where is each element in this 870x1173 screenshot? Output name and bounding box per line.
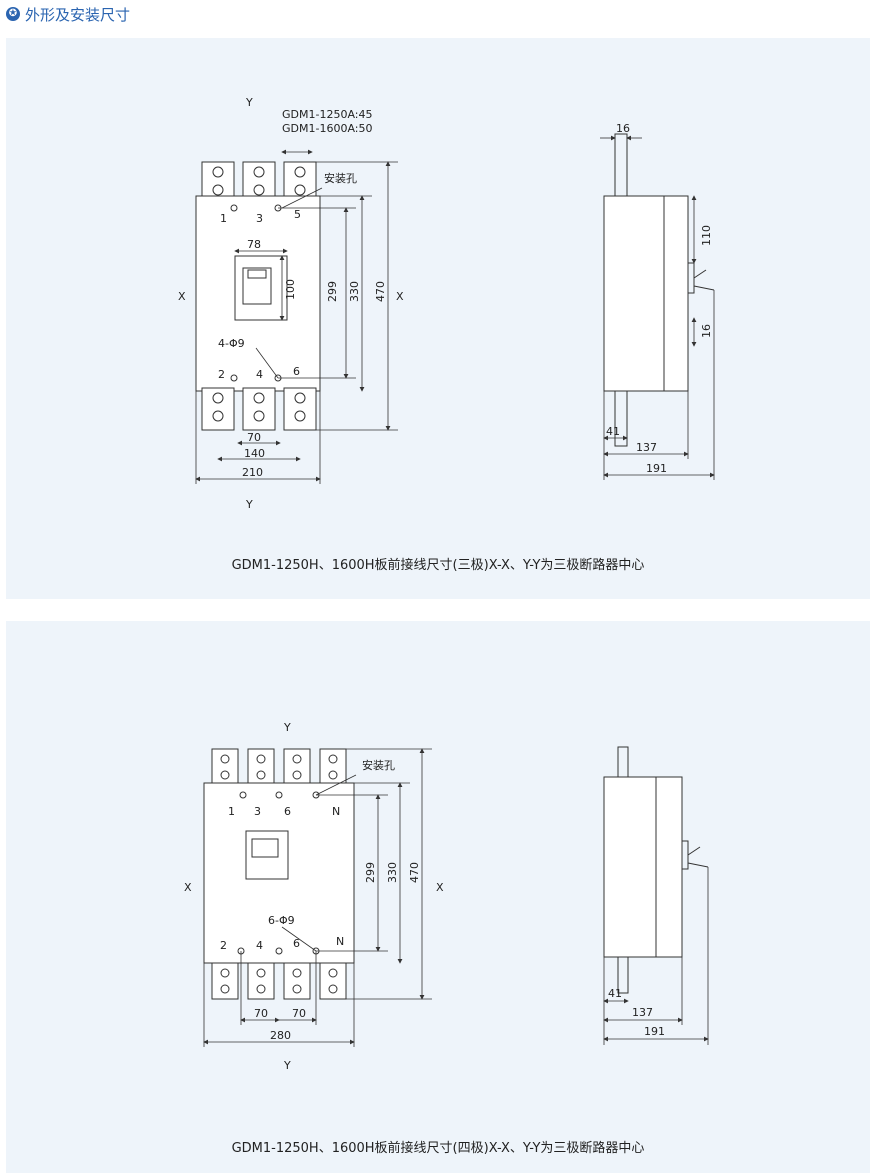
breaker-body-4p: [203, 782, 355, 964]
dim-470: 470: [374, 281, 387, 302]
mount-hole-label: 安装孔: [324, 171, 357, 185]
side-dim-41: 41: [606, 425, 620, 438]
pole-label-4: 4: [256, 368, 263, 381]
pole-label-3: 3: [256, 212, 263, 225]
pole-label-1: 1: [220, 212, 227, 225]
dim-330-4p: 330: [386, 862, 399, 883]
section-title: 外形及安装尺寸: [25, 5, 131, 24]
side-dim-41-4p: 41: [608, 987, 622, 1000]
rating-note-1600: GDM1-1600A:50: [282, 122, 372, 135]
side-dim-137-4p: 137: [632, 1006, 653, 1019]
dim-handle-width: 78: [247, 238, 261, 251]
terminal-bottom-3: [283, 962, 311, 1000]
handle-window-4p: [245, 830, 289, 880]
dim-handle-height: 100: [284, 279, 297, 300]
terminal-bottom-1: [201, 387, 235, 431]
axis-y-bottom: Y: [245, 498, 253, 511]
three-pole-drawing: Y Y X X GDM1-1250A:45 GDM1-1600A:50 安装孔 …: [178, 96, 715, 511]
side-terminal-bottom: [614, 390, 628, 447]
side-terminal-top: [614, 133, 628, 197]
axis-x-right-4p: X: [436, 881, 444, 894]
axis-y-top: Y: [245, 96, 253, 109]
axis-y-bottom-4p: Y: [283, 1059, 291, 1072]
pole-label-2: 2: [220, 939, 227, 952]
pole-label-5: 5: [294, 208, 301, 221]
terminal-bottom-1: [211, 962, 239, 1000]
side-body: [603, 195, 689, 392]
pole-label-6: 6: [293, 365, 300, 378]
terminal-top-n: [319, 748, 347, 786]
pole-label-6: 6: [284, 805, 291, 818]
terminal-bottom-3: [283, 387, 317, 431]
breaker-body: [195, 195, 321, 392]
axis-x-left-4p: X: [184, 881, 192, 894]
terminal-bottom-n: [319, 962, 347, 1000]
diagram-panel-three-pole: Y Y X X GDM1-1250A:45 GDM1-1600A:50 安装孔 …: [6, 38, 870, 599]
handle-window: [234, 255, 288, 321]
dim-pitch-70-a: 70: [254, 1007, 268, 1020]
pole-label-6-bottom: 6: [293, 937, 300, 950]
side-view-4p: 41 137 191: [603, 746, 709, 1045]
pole-label-n-bottom: N: [336, 935, 344, 948]
pole-label-1: 1: [228, 805, 235, 818]
caption-three-pole: GDM1-1250H、1600H板前接线尺寸(三极)X-X、Y-Y为三极断路器中…: [231, 558, 645, 573]
terminal-bottom-2: [242, 387, 276, 431]
side-dim-16-top: 16: [616, 122, 630, 135]
axis-y-top-4p: Y: [283, 721, 291, 734]
dim-pitch-70: 70: [247, 431, 261, 444]
dim-299: 299: [326, 281, 339, 302]
axis-x-left: X: [178, 290, 186, 303]
terminal-top-1: [211, 748, 239, 786]
side-terminal-bottom-4p: [617, 956, 629, 994]
rating-note-1250: GDM1-1250A:45: [282, 108, 372, 121]
diagram-panel-four-pole: Y Y X X 安装孔 6-Φ9 1 3 6 N 2 4 6 N 299 330…: [6, 621, 870, 1173]
caption-four-pole: GDM1-1250H、1600H板前接线尺寸(四极)X-X、Y-Y为三极断路器中…: [231, 1141, 645, 1156]
front-view: Y Y X X GDM1-1250A:45 GDM1-1600A:50 安装孔 …: [178, 96, 404, 511]
dim-width-280: 280: [270, 1029, 291, 1042]
side-dim-110: 110: [700, 225, 713, 246]
hole-spec-label-4p: 6-Φ9: [268, 914, 295, 927]
dim-pitch-70-b: 70: [292, 1007, 306, 1020]
terminal-bottom-2: [247, 962, 275, 1000]
side-dim-191: 191: [646, 462, 667, 475]
pole-label-3: 3: [254, 805, 261, 818]
section-header: ✪ 外形及安装尺寸: [6, 2, 130, 26]
side-body-4p: [603, 776, 683, 958]
dim-span-140: 140: [244, 447, 265, 460]
front-view-4p: Y Y X X 安装孔 6-Φ9 1 3 6 N 2 4 6 N 299 330…: [184, 721, 444, 1072]
dim-299-4p: 299: [364, 862, 377, 883]
side-dim-137: 137: [636, 441, 657, 454]
mount-hole-label-4p: 安装孔: [362, 758, 395, 772]
side-dim-16: 16: [700, 324, 713, 338]
dim-330: 330: [348, 281, 361, 302]
axis-x-right: X: [396, 290, 404, 303]
pole-label-2: 2: [218, 368, 225, 381]
side-dim-191-4p: 191: [644, 1025, 665, 1038]
hole-spec-label: 4-Φ9: [218, 337, 245, 350]
pole-label-n-top: N: [332, 805, 340, 818]
star-circle-icon: ✪: [6, 7, 20, 21]
dim-width-210: 210: [242, 466, 263, 479]
four-pole-drawing: Y Y X X 安装孔 6-Φ9 1 3 6 N 2 4 6 N 299 330…: [184, 721, 709, 1072]
terminal-top-3: [283, 748, 311, 786]
side-view: 16 110 16 41 137 191: [600, 122, 715, 480]
dim-470-4p: 470: [408, 862, 421, 883]
pole-label-4: 4: [256, 939, 263, 952]
terminal-top-2: [247, 748, 275, 786]
